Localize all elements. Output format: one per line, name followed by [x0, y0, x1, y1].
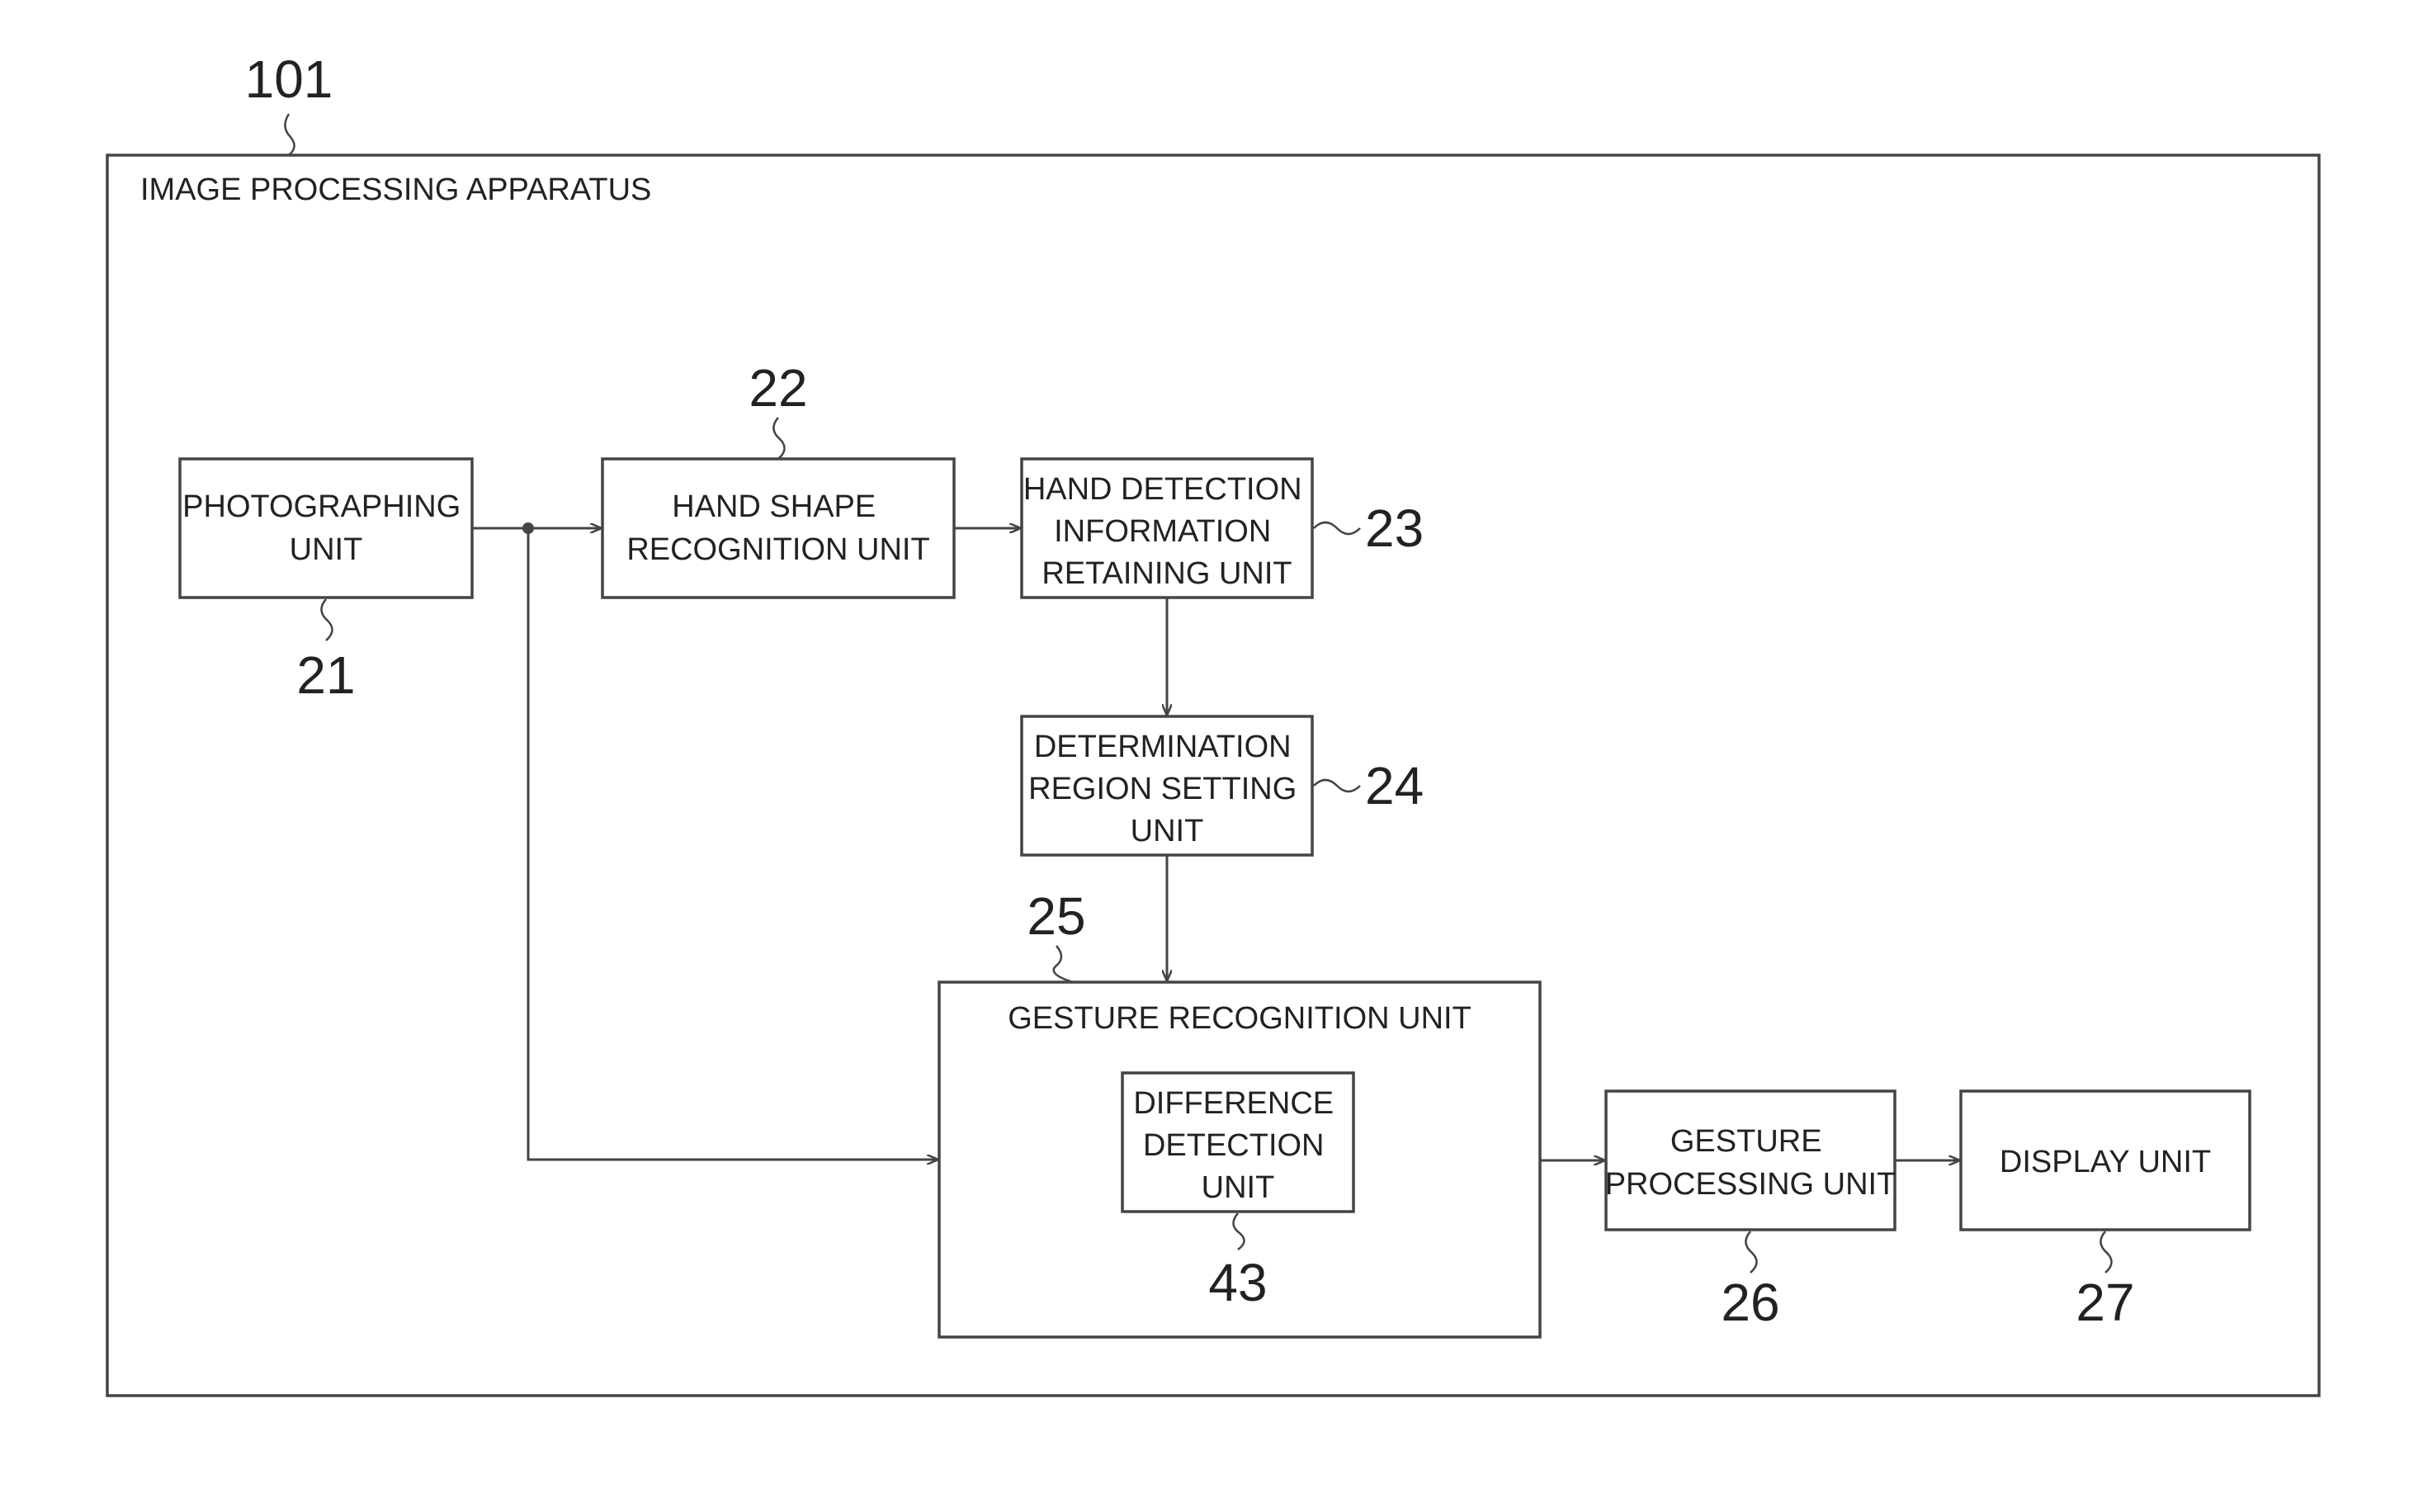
determination-region-setting-unit-block: DETERMINATION REGION SETTING UNIT 24 [1022, 716, 1424, 855]
difference-detection-ref-number: 43 [1208, 1253, 1267, 1312]
hand-shape-recognition-unit-block: HAND SHAPE RECOGNITION UNIT 22 [602, 358, 954, 598]
difference-detection-ref-leader [1233, 1213, 1244, 1250]
hand-detection-information-retaining-unit-block: HAND DETECTION INFORMATION RETAINING UNI… [1022, 459, 1424, 598]
photographing-ref-leader [321, 599, 332, 640]
gesture-processing-ref-leader [1745, 1231, 1756, 1273]
hand-shape-ref-number: 22 [749, 358, 807, 418]
gesture-recognition-ref-number: 25 [1027, 886, 1085, 946]
determination-region-setting-unit-label: DETERMINATION REGION SETTING UNIT [1028, 730, 1306, 848]
hand-shape-ref-leader [773, 418, 784, 459]
difference-detection-unit-block: DIFFERENCE DETECTION UNIT 43 [1122, 1073, 1353, 1312]
photographing-unit-block: PHOTOGRAPHING UNIT 21 [180, 459, 472, 705]
hand-shape-recognition-unit-label: HAND SHAPE RECOGNITION UNIT [626, 489, 929, 567]
difference-detection-unit-label: DIFFERENCE DETECTION UNIT [1133, 1086, 1342, 1205]
hand-detection-ref-number: 23 [1365, 498, 1424, 558]
determination-ref-number: 24 [1365, 756, 1424, 815]
gesture-processing-ref-number: 26 [1721, 1273, 1779, 1332]
display-ref-leader [2100, 1231, 2111, 1273]
display-ref-number: 27 [2076, 1273, 2134, 1332]
connections [472, 522, 1959, 1160]
photographing-unit-label: PHOTOGRAPHING UNIT [182, 489, 470, 567]
apparatus-label: IMAGE PROCESSING APPARATUS [140, 172, 651, 207]
apparatus-ref-leader [285, 114, 294, 155]
apparatus-ref-number: 101 [245, 50, 333, 109]
gesture-processing-unit-label: GESTURE PROCESSING UNIT [1605, 1124, 1896, 1202]
display-unit-label: DISPLAY UNIT [2000, 1145, 2211, 1179]
arrow-photographing-to-gesture-recognition [528, 528, 938, 1160]
photographing-ref-number: 21 [296, 645, 355, 705]
display-unit-block: DISPLAY UNIT 27 [1961, 1091, 2250, 1332]
gesture-recognition-ref-leader [1054, 946, 1073, 982]
gesture-recognition-unit-label: GESTURE RECOGNITION UNIT [1008, 1001, 1471, 1036]
hand-detection-unit-label: HAND DETECTION INFORMATION RETAINING UNI… [1023, 472, 1311, 591]
determination-ref-leader [1314, 780, 1360, 791]
hand-detection-ref-leader [1314, 522, 1360, 534]
gesture-processing-unit-block: GESTURE PROCESSING UNIT 26 [1605, 1091, 1896, 1332]
